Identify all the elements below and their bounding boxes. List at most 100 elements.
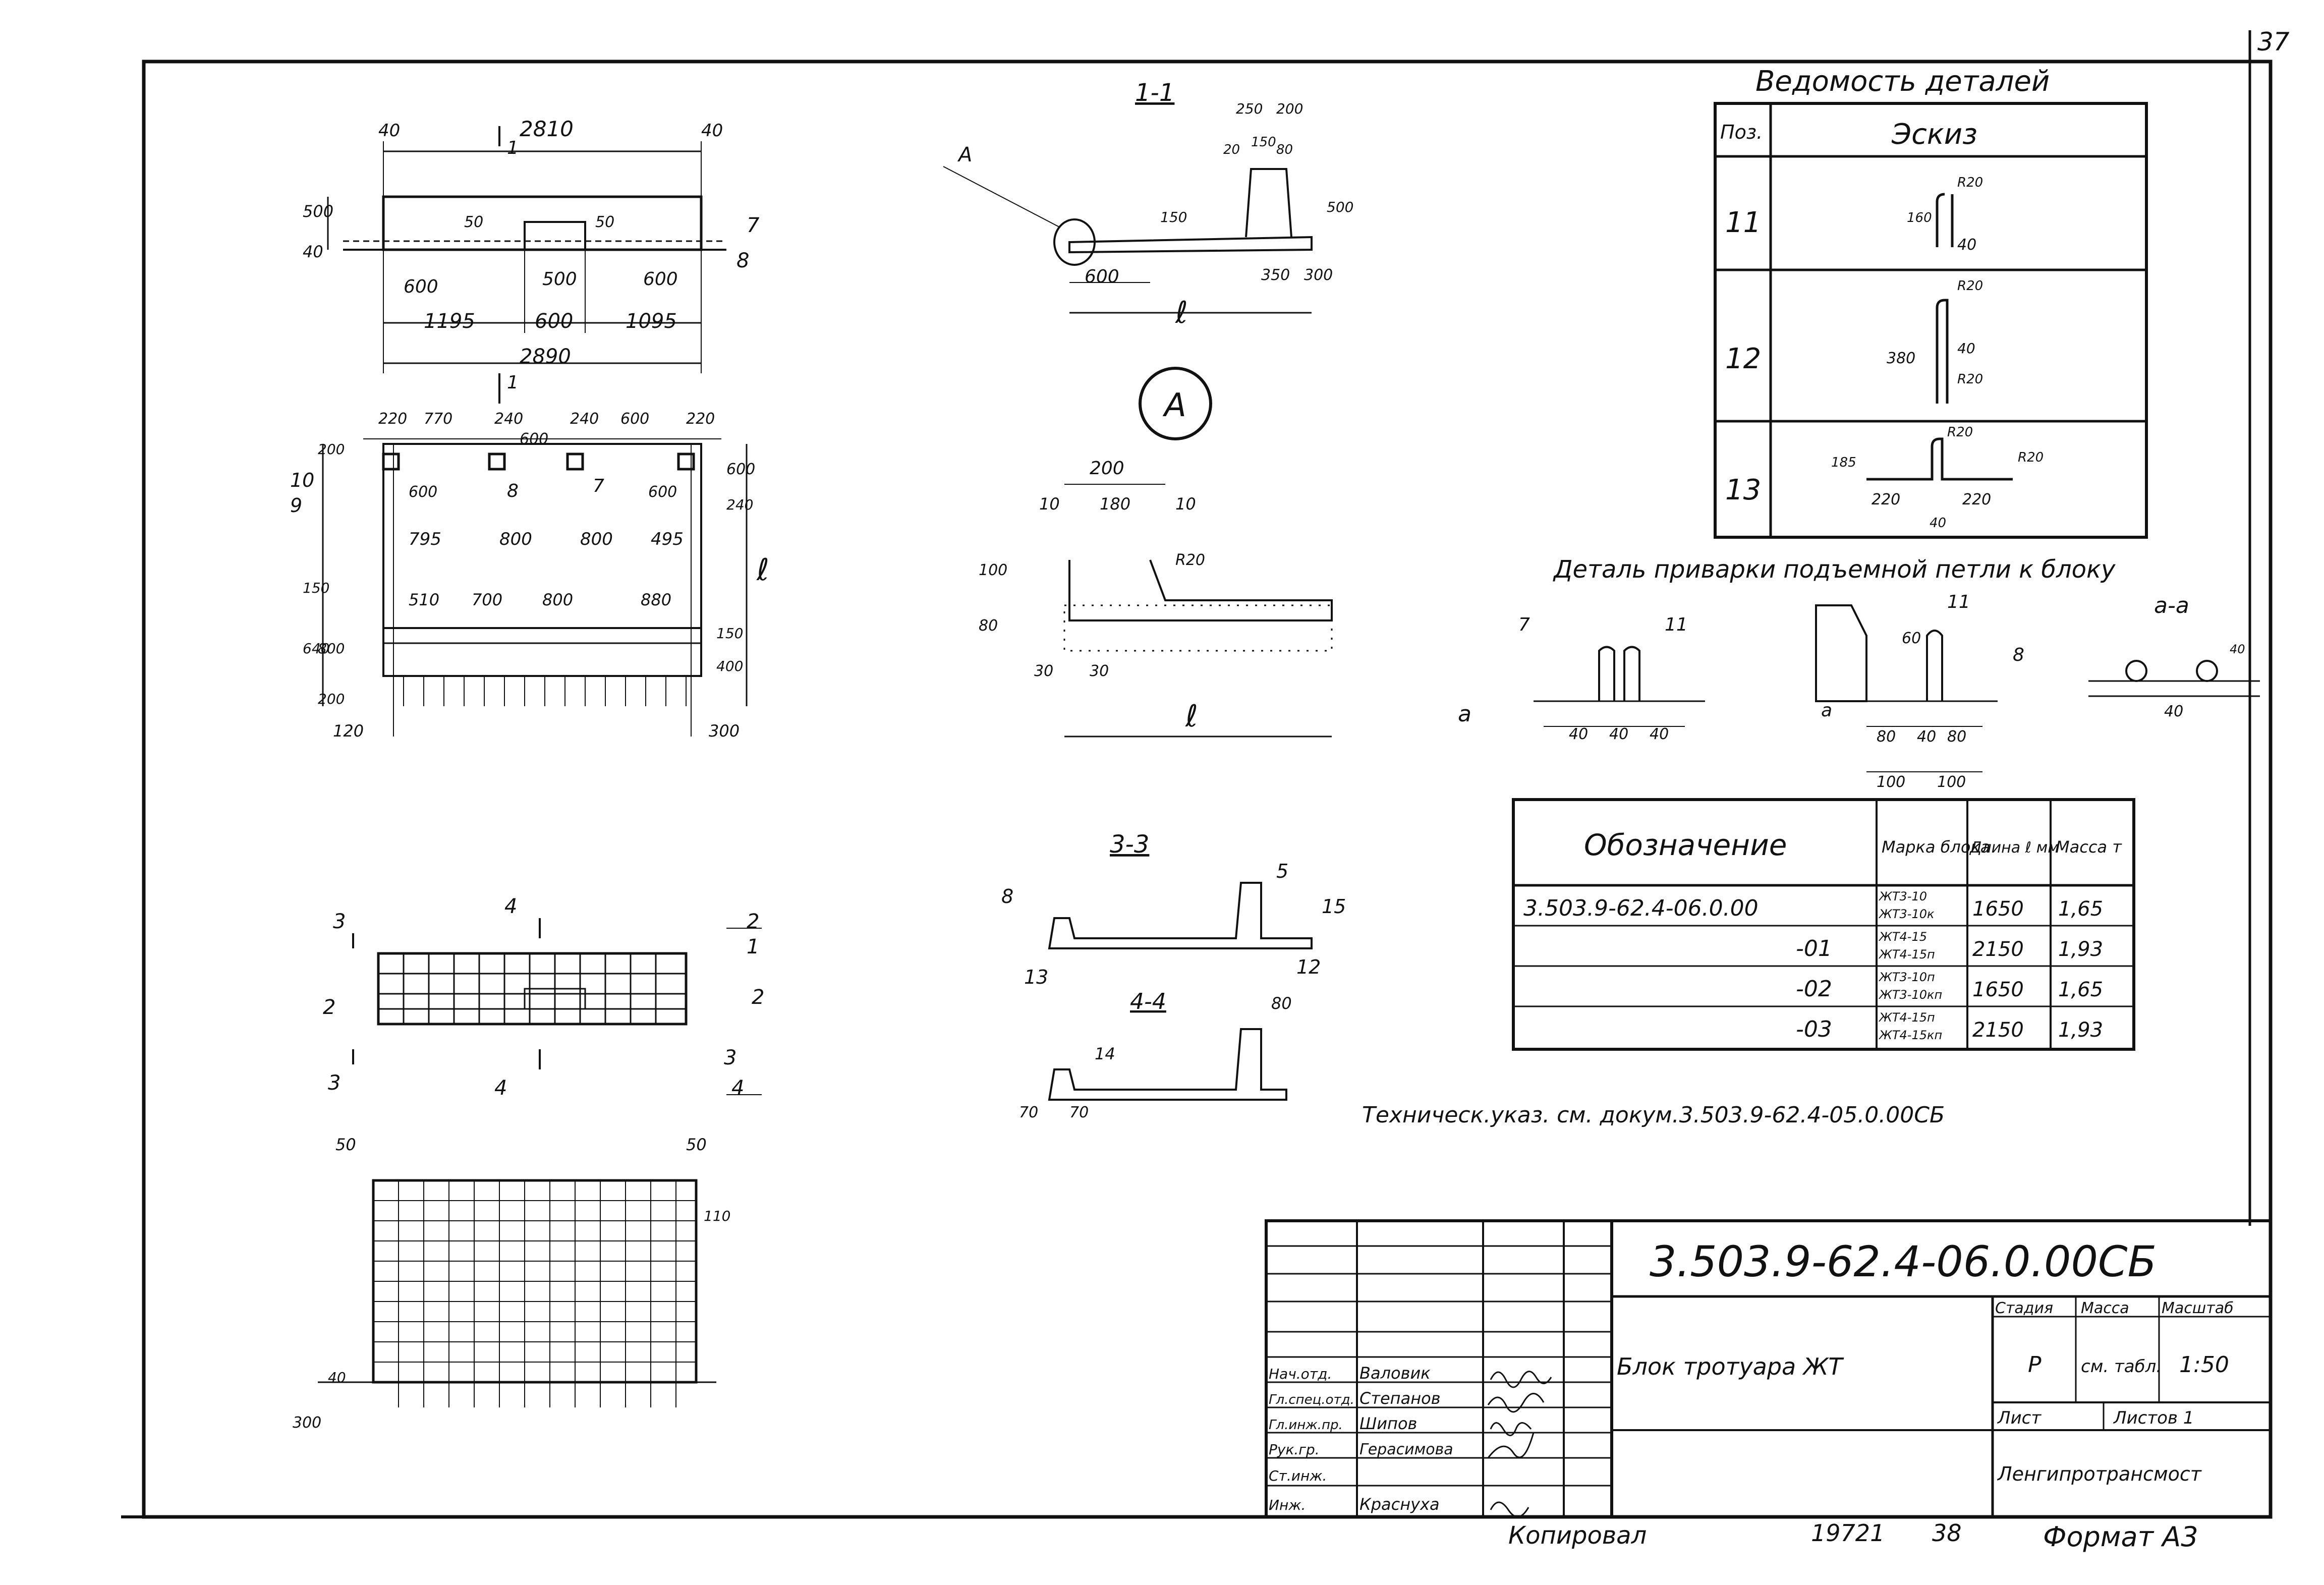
dim: 80 — [1877, 728, 1896, 746]
node-a-circle — [1139, 367, 1212, 440]
sheets-label: Листов 1 — [2113, 1408, 2194, 1428]
paper-format: Формат А3 — [2043, 1521, 2198, 1553]
designation: -03 — [1796, 1016, 1832, 1042]
dim: 40 — [701, 121, 723, 141]
mass: 1,65 — [2058, 897, 2103, 921]
callout: 3 — [724, 1046, 736, 1069]
dim: 600 — [535, 310, 573, 333]
signature-marks — [1487, 1371, 1552, 1518]
length-symbol: ℓ — [756, 552, 769, 588]
dim: 510 — [409, 590, 439, 609]
callout: 12 — [1296, 956, 1321, 978]
mass-label: Масса — [2081, 1299, 2129, 1317]
dim: 10 — [1175, 494, 1196, 514]
callout: 9 — [290, 494, 302, 517]
dim: 800 — [542, 590, 573, 609]
dim: 300 — [1304, 266, 1333, 284]
callout: 8 — [1001, 885, 1013, 908]
length: 2150 — [1972, 938, 2024, 961]
block-mark: ЖТ4-15п — [1878, 947, 1935, 961]
mass: 1,65 — [2058, 978, 2103, 1001]
dim: 220 — [686, 410, 715, 428]
length-symbol: ℓ — [1175, 295, 1188, 330]
dim: 100 — [1937, 773, 1966, 791]
person: Валовик — [1359, 1364, 1431, 1383]
callout: 7 — [747, 214, 760, 237]
dim: 500 — [303, 202, 333, 221]
callout: 80 — [1271, 994, 1292, 1013]
plan-top-view: 40 2810 40 500 40 50 50 600 500 600 1195… — [303, 117, 760, 399]
dim: 880 — [641, 590, 671, 609]
dim: 150 — [716, 625, 743, 642]
pos-number: 13 — [1725, 474, 1761, 506]
sheet-number: 38 — [1932, 1519, 1962, 1547]
dim: 40 — [1609, 725, 1628, 743]
block-mark: ЖТ4-15кп — [1878, 1028, 1942, 1042]
dim: 50 — [335, 1135, 356, 1154]
sheet-label: Лист — [1997, 1408, 2042, 1428]
callout: 13 — [1024, 966, 1048, 988]
dim: 495 — [651, 529, 684, 549]
dim: 770 — [424, 410, 452, 428]
dim: 400 — [716, 658, 743, 674]
dim: 200 — [318, 441, 345, 458]
parts-schedule: Ведомость деталей Поз. Эскиз 11 160 40 R… — [1714, 65, 2148, 539]
dim: 40 — [2230, 642, 2245, 656]
section-title: 3-3 — [1110, 830, 1149, 859]
callout: 7 — [1518, 614, 1530, 635]
scale-value: 1:50 — [2179, 1352, 2229, 1378]
mass: 1,93 — [2058, 938, 2103, 961]
dim: 300 — [293, 1414, 321, 1432]
stage-label: Стадия — [1995, 1299, 2053, 1317]
stage-value: Р — [2028, 1352, 2042, 1378]
dim: 640 — [303, 640, 329, 657]
dim: 380 — [1887, 350, 1915, 367]
callout: 2 — [747, 910, 759, 933]
block-mark: ЖТ3-10п — [1878, 970, 1935, 984]
callout: 70 — [1069, 1104, 1089, 1121]
pos-number: 11 — [1725, 206, 1761, 239]
dim: 240 — [726, 496, 753, 513]
dim: 40 — [328, 1369, 346, 1386]
length: 1650 — [1972, 897, 2024, 921]
col-sketch: Эскиз — [1891, 118, 1977, 151]
block-mark: ЖТ3-10кп — [1878, 988, 1942, 1002]
length: 1650 — [1972, 978, 2024, 1001]
section-mark: 4 — [504, 895, 517, 918]
dim: 200 — [1090, 458, 1124, 479]
designation: 3.503.9-62.4-06.0.00 — [1523, 895, 1759, 921]
dim: 110 — [704, 1208, 730, 1224]
dim: 200 — [1276, 100, 1303, 117]
dim: 800 — [318, 640, 345, 657]
section-mark: 4 — [494, 1077, 507, 1100]
callout: 70 — [1019, 1104, 1038, 1121]
radius: R20 — [1175, 551, 1205, 569]
section-mark: 3 — [333, 910, 346, 933]
dim: 40 — [1957, 340, 1975, 357]
dim: 600 — [648, 483, 677, 501]
pos-number: 12 — [1725, 343, 1761, 375]
callout: 5 — [1276, 860, 1288, 882]
table-header: Марка блока — [1882, 837, 1990, 857]
dim: 500 — [542, 269, 577, 290]
mass-value: см. табл. — [2081, 1356, 2162, 1377]
dim: 20 — [1223, 142, 1240, 157]
dim: 80 — [1947, 728, 1966, 746]
dim: 150 — [1251, 135, 1276, 150]
length: 2150 — [1972, 1018, 2024, 1042]
sheet-footer: Копировал 19721 38 Формат А3 — [1508, 1519, 2198, 1553]
callout: А — [957, 143, 972, 166]
dim: 200 — [318, 691, 345, 707]
dim: 40 — [1917, 728, 1936, 746]
dim: 180 — [1100, 494, 1130, 514]
table-header: Масса т — [2056, 837, 2122, 857]
dim: 600 — [643, 269, 678, 290]
reinforcement-plan-view: 220 770 240 240 600 220 600 600 600 600 … — [290, 373, 769, 741]
cut-mark: а — [1458, 701, 1471, 727]
reinforcement-cage-view: 3 4 2 2 3 4 2 1 3 4 — [323, 895, 764, 1100]
section-4-4: 4-4 14 80 70 70 — [1019, 989, 1292, 1121]
section-title: 4-4 — [1130, 989, 1166, 1014]
node-a-label: А — [1162, 387, 1186, 424]
dim: 600 — [404, 276, 438, 297]
